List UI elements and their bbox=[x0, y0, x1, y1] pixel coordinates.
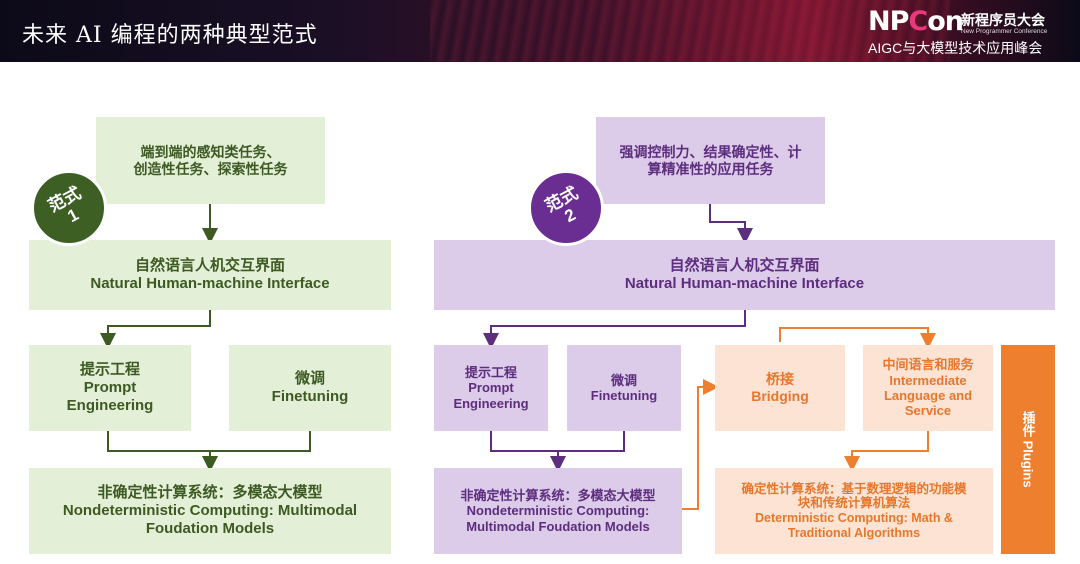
left-finetune-en: Finetuning bbox=[271, 388, 349, 405]
left-finetune-cn: 微调 bbox=[294, 370, 325, 388]
left-prompt-en2: Engineering bbox=[66, 396, 154, 414]
left-prompt-box: 提示工程 Prompt Engineering bbox=[29, 345, 191, 431]
bridging-en: Bridging bbox=[751, 388, 809, 404]
left-task-box: 端到端的感知类任务、 创造性任务、探索性任务 bbox=[96, 117, 325, 204]
right-model-box: 非确定性计算系统：多模态大模型 Nondeterministic Computi… bbox=[434, 468, 682, 554]
logo-mark-on: on bbox=[927, 6, 964, 37]
right-prompt-en2: Engineering bbox=[453, 395, 529, 411]
left-interface-cn: 自然语言人机交互界面 bbox=[134, 257, 285, 275]
deterministic-cn2: 块和传统计算机算法 bbox=[797, 496, 911, 511]
right-interface-en: Natural Human-machine Interface bbox=[624, 275, 865, 292]
arrow-interface-to-prompt-left bbox=[100, 310, 211, 349]
arrow-interface-to-intermediate bbox=[779, 327, 936, 349]
intermediate-en1: Intermediate bbox=[889, 372, 967, 388]
left-task-line1: 端到端的感知类任务、 bbox=[140, 143, 281, 160]
right-model-en1: Nondeterministic Computing: bbox=[466, 503, 650, 519]
left-model-cn: 非确定性计算系统：多模态大模型 bbox=[97, 484, 323, 502]
right-prompt-cn: 提示工程 bbox=[464, 365, 517, 380]
deterministic-box: 确定性计算系统：基于数理逻辑的功能模 块和传统计算机算法 Determinist… bbox=[715, 468, 993, 554]
bridging-cn: 桥接 bbox=[766, 371, 794, 388]
header-glow-decoration bbox=[430, 0, 950, 62]
arrow-prompt-finetune-to-model-right bbox=[490, 431, 625, 464]
left-interface-en: Natural Human-machine Interface bbox=[90, 275, 330, 292]
page-title: 未来 AI 编程的两种典型范式 bbox=[22, 23, 318, 48]
deterministic-cn1: 确定性计算系统：基于数理逻辑的功能模 bbox=[741, 481, 967, 496]
left-finetune-box: 微调 Finetuning bbox=[229, 345, 391, 431]
conference-logo: NPCon 新程序员大会 New Programmer Conference A… bbox=[868, 6, 1068, 56]
intermediate-en2: Language and bbox=[883, 388, 973, 403]
deterministic-en1: Deterministic Computing: Math & bbox=[755, 511, 953, 525]
right-task-line2: 算精准性的应用任务 bbox=[647, 160, 774, 177]
paradigm-2-badge: 范式 2 bbox=[528, 170, 604, 246]
left-prompt-en1: Prompt bbox=[83, 379, 137, 397]
right-model-cn: 非确定性计算系统：多模态大模型 bbox=[460, 488, 656, 503]
right-interface-cn: 自然语言人机交互界面 bbox=[669, 257, 820, 275]
arrow-model-to-bridging bbox=[682, 379, 719, 510]
left-prompt-cn: 提示工程 bbox=[79, 361, 140, 379]
arrow-task-to-interface-right bbox=[709, 204, 753, 244]
logo-mark-np: NP bbox=[868, 6, 909, 37]
logo-chinese-name: 新程序员大会 bbox=[961, 12, 1045, 28]
intermediate-cn: 中间语言和服务 bbox=[882, 357, 974, 373]
right-interface-box: 自然语言人机交互界面 Natural Human-machine Interfa… bbox=[434, 240, 1055, 310]
right-finetune-box: 微调 Finetuning bbox=[567, 345, 681, 431]
header-banner: 未来 AI 编程的两种典型范式 NPCon 新程序员大会 New Program… bbox=[0, 0, 1080, 62]
right-task-line1: 强调控制力、结果确定性、计 bbox=[619, 143, 802, 160]
bridging-box: 桥接 Bridging bbox=[715, 345, 845, 431]
logo-english-name: New Programmer Conference bbox=[961, 28, 1048, 35]
paradigm-1-badge: 范式 1 bbox=[31, 170, 107, 246]
logo-mark: NPCon bbox=[868, 6, 964, 37]
logo-mark-c: C bbox=[908, 6, 928, 37]
arrow-intermediate-to-deterministic bbox=[844, 431, 929, 472]
arrow-prompt-finetune-to-model-left bbox=[107, 431, 311, 464]
left-task-line2: 创造性任务、探索性任务 bbox=[133, 160, 288, 177]
right-finetune-cn: 微调 bbox=[610, 372, 637, 388]
right-prompt-box: 提示工程 Prompt Engineering bbox=[434, 345, 548, 431]
intermediate-box: 中间语言和服务 Intermediate Language and Servic… bbox=[863, 345, 993, 431]
right-finetune-en: Finetuning bbox=[590, 388, 658, 403]
intermediate-en3: Service bbox=[904, 403, 952, 419]
logo-subtitle: AIGC与大模型技术应用峰会 bbox=[868, 40, 1043, 56]
left-model-en2: Foudation Models bbox=[145, 519, 275, 537]
left-model-box: 非确定性计算系统：多模态大模型 Nondeterministic Computi… bbox=[29, 468, 391, 554]
right-task-box: 强调控制力、结果确定性、计 算精准性的应用任务 bbox=[596, 117, 825, 204]
right-model-en2: Multimodal Foudation Models bbox=[466, 518, 650, 534]
deterministic-en2: Traditional Algorithms bbox=[787, 525, 921, 540]
plugins-label: 插件 Plugins bbox=[1020, 411, 1036, 488]
left-model-en1: Nondeterministic Computing: Multimodal bbox=[62, 502, 358, 520]
right-prompt-en1: Prompt bbox=[468, 380, 514, 396]
arrow-interface-to-prompt-right bbox=[483, 310, 746, 349]
left-interface-box: 自然语言人机交互界面 Natural Human-machine Interfa… bbox=[29, 240, 391, 310]
plugins-bar: 插件 Plugins bbox=[1001, 345, 1055, 554]
